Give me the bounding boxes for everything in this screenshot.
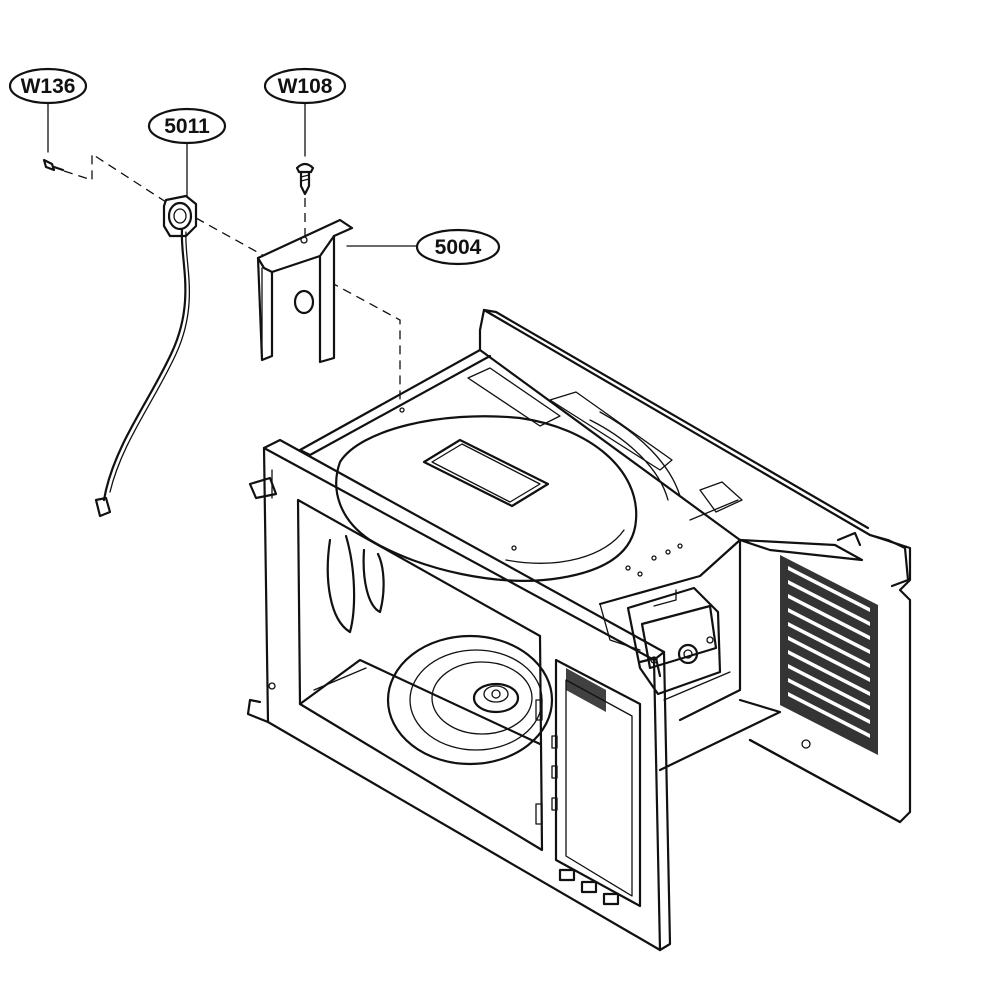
svg-text:W108: W108 [278, 75, 333, 98]
thermal-switch-5011 [94, 194, 198, 518]
callout-w136: W136 [8, 67, 88, 153]
turntable-floor [298, 634, 554, 766]
bracket-5004 [256, 218, 354, 364]
rear-vent-grid [780, 555, 878, 755]
assembly-guide-lines [63, 152, 401, 400]
svg-text:5011: 5011 [164, 115, 210, 138]
svg-text:W136: W136 [21, 75, 76, 98]
top-dome [335, 415, 638, 582]
screw-w136 [42, 158, 65, 172]
callout-5011: 5011 [147, 107, 227, 197]
microwave-cavity [246, 308, 912, 952]
callout-5004: 5004 [346, 228, 501, 266]
screw-w108 [295, 162, 315, 196]
svg-text:5004: 5004 [435, 236, 482, 259]
front-frame [246, 438, 672, 952]
callout-w108: W108 [263, 67, 347, 157]
